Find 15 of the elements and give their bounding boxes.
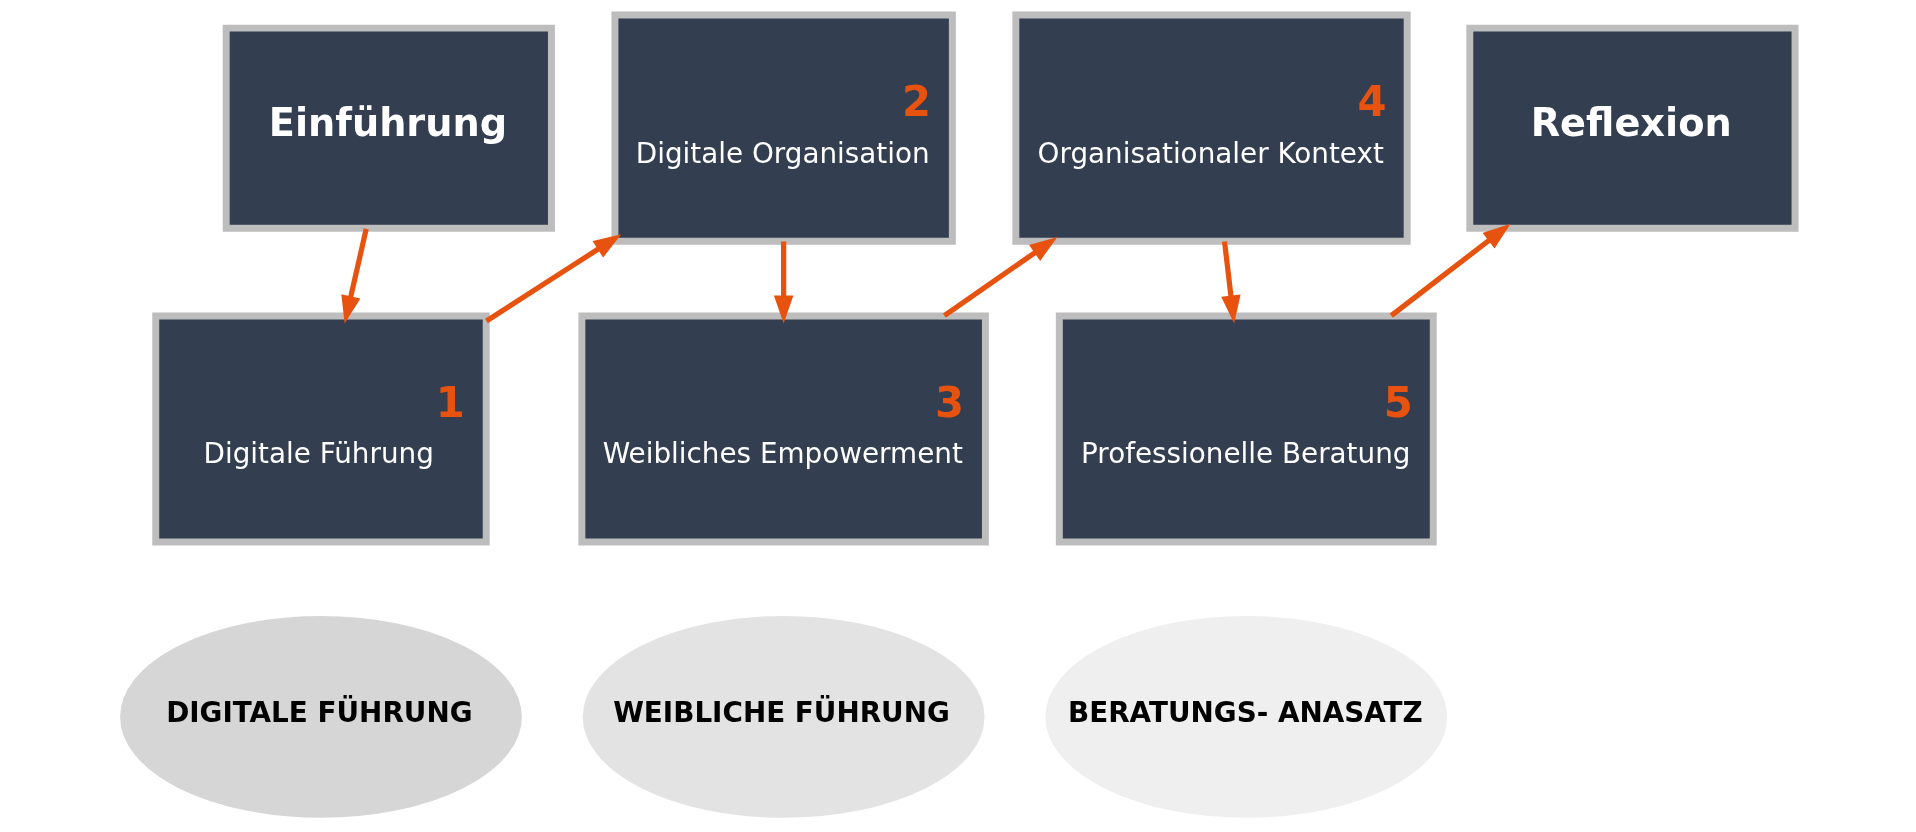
node-box: 2 Digitale Organisation (611, 11, 956, 245)
arrow (942, 236, 1058, 318)
node-box: Reflexion (1466, 24, 1799, 232)
node-box: Einführung (222, 24, 555, 232)
node-box: 3 Weibliches Empowerment (578, 312, 989, 546)
arrow (773, 241, 794, 324)
node-box: 1 Digitale Führung (152, 312, 490, 546)
arrow (1221, 241, 1241, 324)
arrow (485, 234, 622, 324)
arrow (1389, 223, 1511, 318)
node-box: 5 Professionelle Beratung (1055, 312, 1437, 546)
node-ellipse: DIGITALE FÜHRUNG (120, 616, 522, 818)
arrow (341, 228, 369, 324)
node-box: 4 Organisationaler Kontext (1012, 11, 1411, 245)
node-ellipse: WEIBLICHE FÜHRUNG (582, 616, 985, 818)
